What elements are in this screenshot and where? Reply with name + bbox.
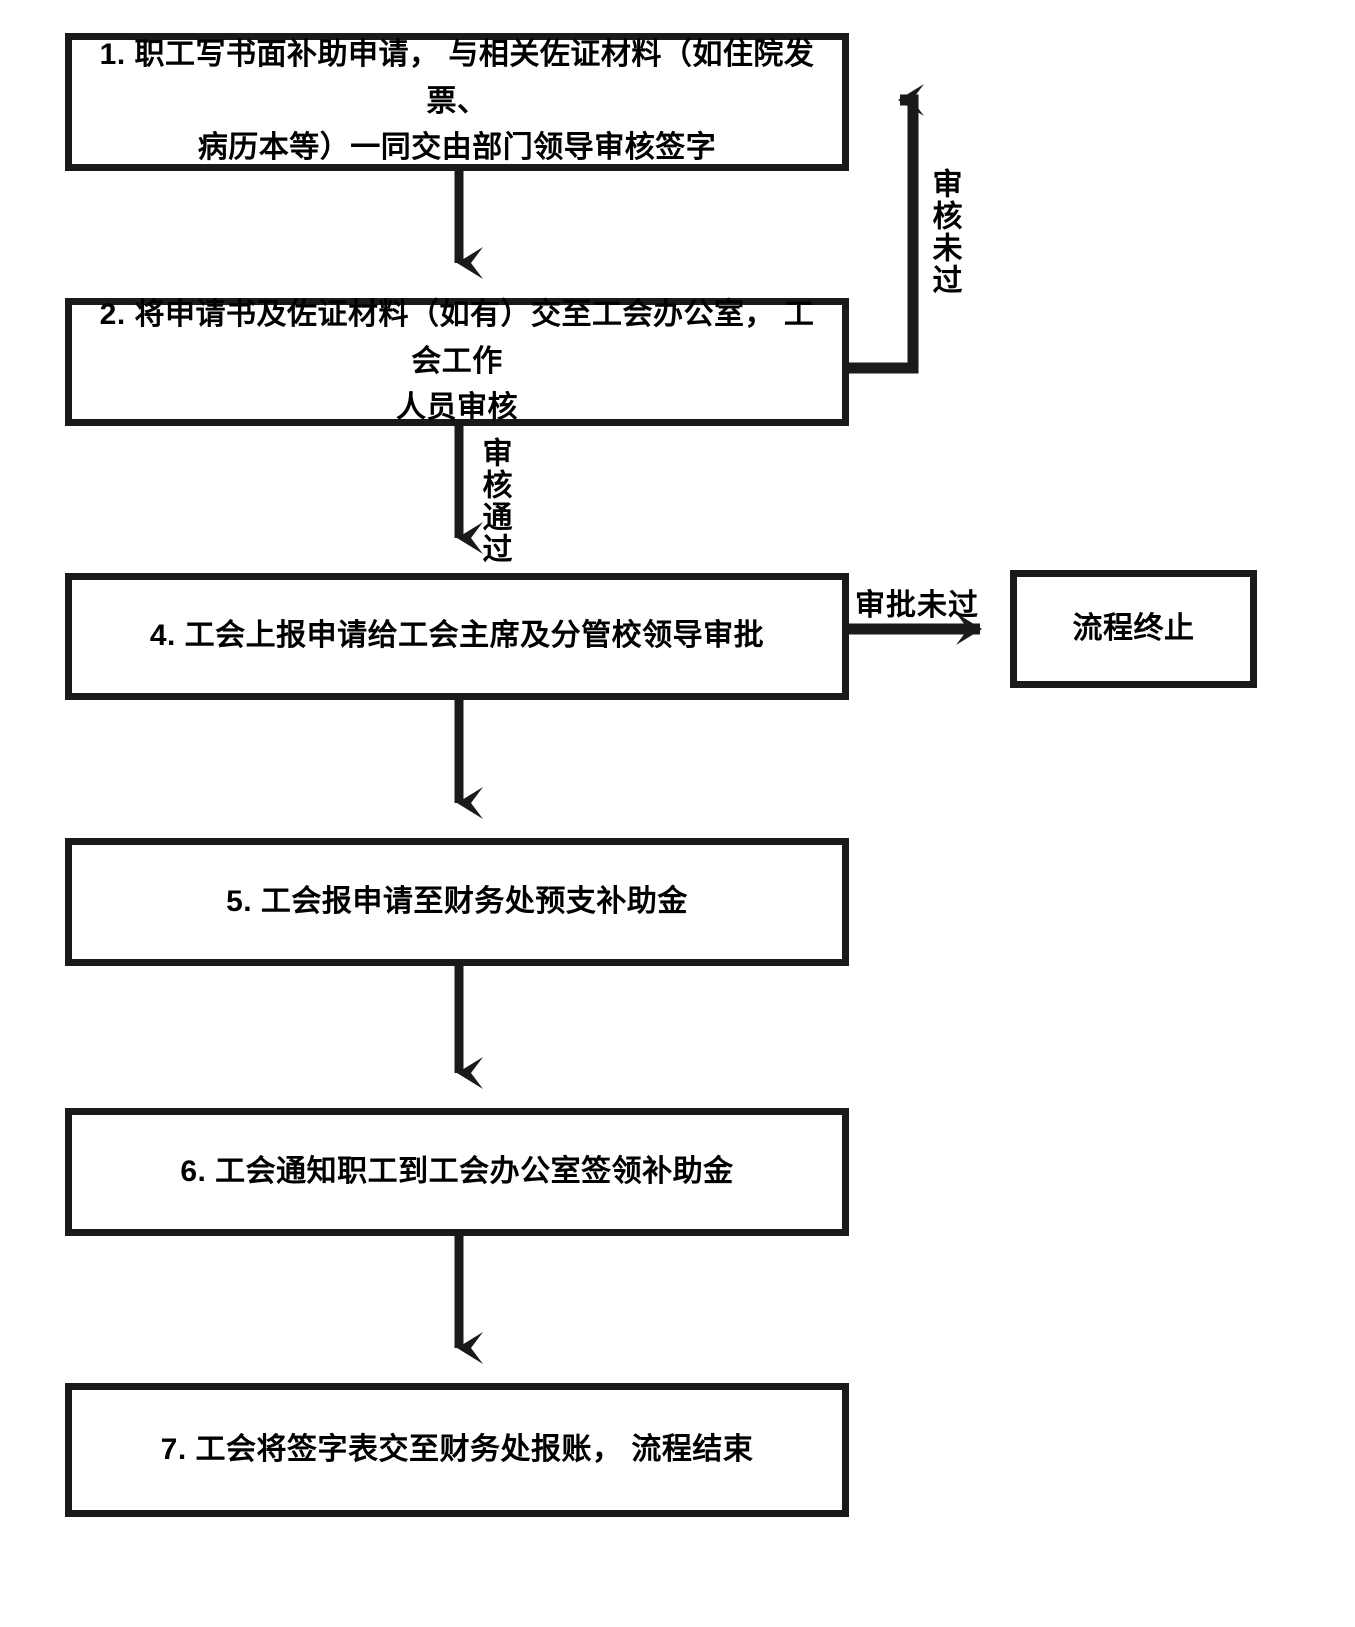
node-label-step6: 6. 工会通知职工到工会办公室签领补助金 — [180, 1154, 734, 1188]
node-label-step7: 7. 工会将签字表交至财务处报账， 流程结束 — [160, 1432, 754, 1466]
node-label-step4: 4. 工会上报申请给工会主席及分管校领导审批 — [149, 619, 765, 653]
node-label-step1: 1. 职工写书面补助申请， 与相关佐证材料（如住院发票、 病历本等）一同交由部门… — [99, 38, 815, 165]
terminal-node-process-end[interactable]: 流程终止 — [1010, 570, 1257, 688]
node-label-step5: 5. 工会报申请至财务处预支补助金 — [226, 884, 688, 918]
edge-label-approval-rejected: 审批未过 — [855, 589, 979, 622]
process-node-step7[interactable]: 7. 工会将签字表交至财务处报账， 流程结束 — [65, 1383, 849, 1517]
process-node-step1[interactable]: 1. 职工写书面补助申请， 与相关佐证材料（如住院发票、 病历本等）一同交由部门… — [65, 33, 849, 171]
process-node-step6[interactable]: 6. 工会通知职工到工会办公室签领补助金 — [65, 1108, 849, 1236]
process-node-step5[interactable]: 5. 工会报申请至财务处预支补助金 — [65, 838, 849, 966]
edge-step2-to-step1-reject — [849, 84, 924, 374]
process-node-step4[interactable]: 4. 工会上报申请给工会主席及分管校领导审批 — [65, 573, 849, 700]
node-label-terminate: 流程终止 — [1072, 611, 1195, 645]
process-node-step2[interactable]: 2. 将申请书及佐证材料（如有）交至工会办公室， 工会工作 人员审核 — [65, 298, 849, 426]
node-label-step2: 2. 将申请书及佐证材料（如有）交至工会办公室， 工会工作 人员审核 — [99, 298, 815, 425]
edge-label-review-passed: 审核通过 — [477, 437, 511, 565]
edge-label-review-rejected: 审核未过 — [927, 168, 961, 296]
